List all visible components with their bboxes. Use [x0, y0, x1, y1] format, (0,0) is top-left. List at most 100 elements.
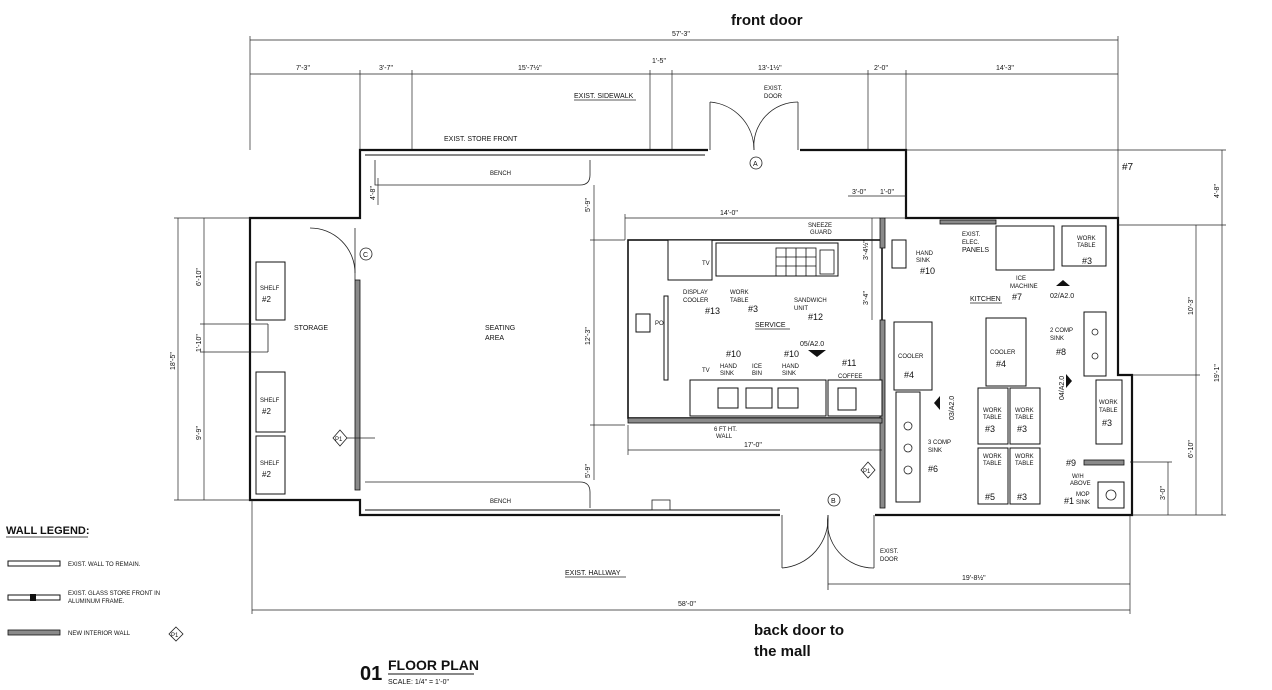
svg-text:TABLE: TABLE [1015, 415, 1034, 421]
legend-marker: P1 [171, 633, 179, 639]
storage-label: STORAGE [294, 325, 328, 332]
back-door-annotation-line1: back door to [754, 622, 844, 639]
bench-top-label: BENCH [490, 171, 511, 177]
dim-left-b: 1'-10" [196, 334, 203, 352]
shelf-2: SHELF #2 [255, 371, 286, 433]
hash7-annotation: #7 [1122, 162, 1134, 173]
svg-text:P1: P1 [863, 469, 871, 475]
dim-top-seg-4: 1'-5" [652, 58, 666, 65]
sandwich-label-1: SANDWICH [794, 298, 827, 304]
three-comp-sink [895, 391, 921, 503]
kitchen-cooler [893, 321, 933, 391]
hand-sink-num-2: #10 [784, 349, 799, 359]
ice-bin-label-2: BIN [752, 371, 762, 377]
dim-r-6-10: 6'-10" [1188, 440, 1195, 458]
svg-text:COOLER: COOLER [990, 350, 1016, 356]
exist-door-bottom-2: DOOR [880, 557, 899, 563]
seating-label-1: SEATING [485, 325, 515, 332]
front-door-a[interactable] [709, 101, 799, 151]
dim-left-total: 18'-5" [170, 352, 177, 370]
sandwich-unit-grid [775, 247, 835, 277]
dim-top-seg-6: 2'-0" [874, 65, 888, 72]
svg-text:#5: #5 [985, 492, 995, 502]
display-cooler-label-2: COOLER [683, 298, 709, 304]
ref-02: 02/A2.0 [1050, 293, 1074, 300]
front-door-annotation: front door [731, 12, 803, 29]
marker-a: A [753, 161, 758, 168]
display-cooler-num: #13 [705, 306, 720, 316]
hand-sink-1-label-1: HAND [720, 364, 738, 370]
coffee-num: #11 [842, 358, 856, 368]
dim-r-3-0: 3'-0" [1160, 486, 1167, 500]
svg-text:SINK: SINK [1050, 336, 1064, 342]
svg-text:#3: #3 [985, 424, 995, 434]
six-ft-wall [627, 417, 883, 424]
svg-text:WORK: WORK [1015, 454, 1034, 460]
two-comp-sink [1083, 311, 1107, 377]
dim-kitchen-small-2: 1'-0" [880, 189, 894, 196]
column-bottom [651, 499, 671, 511]
ice-bin-label-1: ICE [752, 364, 762, 370]
svg-text:TV: TV [702, 261, 710, 267]
pos-label: POS [655, 321, 668, 327]
kitchen-hand-sink-label-1: HAND [916, 251, 934, 257]
kitchen-cooler-2 [985, 317, 1027, 387]
svg-text:#3: #3 [1082, 256, 1092, 266]
svg-text:#4: #4 [996, 359, 1006, 369]
legend-item-1: EXIST. WALL TO REMAIN. [68, 562, 141, 568]
kitchen-hand-sink [891, 239, 907, 269]
coffee-machine [837, 387, 857, 411]
work-table-service-1: WORK [730, 290, 749, 296]
storage-door[interactable] [309, 227, 356, 274]
svg-text:#4: #4 [904, 370, 914, 380]
bench-bottom-label: BENCH [490, 499, 511, 505]
ice-machine-label-2: MACHINE [1010, 284, 1038, 290]
svg-text:MOP: MOP [1076, 492, 1090, 498]
svg-text:TABLE: TABLE [1077, 243, 1096, 249]
dim-wall-17: 17'-0" [744, 442, 762, 449]
svg-text:WORK: WORK [1015, 408, 1034, 414]
svg-text:SHELF: SHELF [260, 286, 280, 292]
kitchen-work-tables: WORK TABLE #3 WORK TABLE #3 WORK TABLE #… [977, 387, 1041, 505]
svg-text:#1: #1 [1064, 496, 1074, 506]
svg-text:WORK: WORK [983, 454, 1002, 460]
dim-service-width: 14'-0" [720, 210, 738, 217]
legend-item-3: NEW INTERIOR WALL [68, 631, 131, 637]
dim-v-3-4-half: 3'-4½" [862, 240, 870, 260]
marker-c: C [363, 252, 368, 259]
legend-item-2-line1: EXIST. GLASS STORE FRONT IN [68, 591, 160, 597]
back-door-b[interactable] [781, 514, 875, 590]
right-dimension-lines [906, 149, 1226, 516]
svg-text:SHELF: SHELF [260, 398, 280, 404]
ice-machine-label-1: ICE [1016, 276, 1026, 282]
top-dimension-lines [249, 36, 1119, 220]
plan-scale: SCALE: 1/4" = 1'-0" [388, 679, 449, 686]
dim-left-a: 6'-10" [196, 268, 203, 286]
p1-marker-left [332, 429, 348, 447]
svg-text:2 COMP: 2 COMP [1050, 328, 1073, 334]
exist-hallway-label: EXIST. HALLWAY [565, 570, 621, 577]
work-table-service-num: #3 [748, 304, 758, 314]
dim-r-19-1: 19'-1" [1214, 364, 1221, 382]
svg-text:TABLE: TABLE [983, 415, 1002, 421]
ice-machine-num: #7 [1012, 292, 1022, 302]
left-dimension-lines [174, 217, 250, 501]
svg-text:#2: #2 [262, 295, 271, 304]
counter-left [663, 295, 669, 381]
dim-left-c: 9'-9" [196, 426, 203, 440]
dim-v-12-3: 12'-3" [585, 327, 592, 345]
legend-title: WALL LEGEND: [6, 525, 90, 537]
exist-sidewalk-label: EXIST. SIDEWALK [574, 93, 634, 100]
svg-text:SINK: SINK [928, 448, 942, 454]
wall-legend: WALL LEGEND: EXIST. WALL TO REMAIN. EXIS… [6, 525, 184, 642]
svg-text:#2: #2 [262, 407, 271, 416]
ref-02-arrow [1056, 280, 1070, 286]
dim-bottom-right: 19'-8½" [962, 574, 986, 582]
marker-b-circle [827, 493, 841, 507]
display-cooler-label-1: DISPLAY [683, 290, 708, 296]
sneeze-guard-label-2: GUARD [810, 230, 832, 236]
svg-text:W/H: W/H [1072, 474, 1084, 480]
svg-text:#3: #3 [1017, 492, 1027, 502]
dim-v-3-4: 3'-4" [863, 291, 870, 305]
